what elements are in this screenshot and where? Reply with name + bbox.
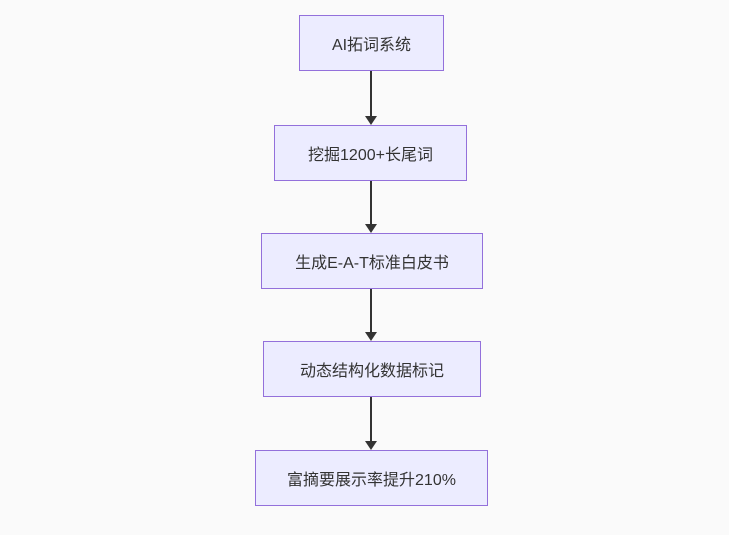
node-label: AI拓词系统 [331,37,412,54]
node-label: 动态结构化数据标记 [299,363,444,380]
arrow-head [365,441,377,450]
node-label: 挖掘1200+长尾词 [308,147,433,164]
flowchart-node: 动态结构化数据标记 [263,341,481,397]
arrow-line [370,397,372,443]
arrow-head [365,332,377,341]
flow-arrow [365,181,377,233]
arrow-head [365,116,377,125]
flowchart-node: 生成E-A-T标准白皮书 [261,233,483,289]
node-label: 富摘要展示率提升210% [287,472,456,489]
arrow-line [370,71,372,118]
arrow-line [370,289,372,334]
flowchart-node: AI拓词系统 [299,15,444,71]
flow-arrow [365,289,377,341]
flow-arrow [365,71,377,125]
flowchart-node: 富摘要展示率提升210% [255,450,488,506]
arrow-line [370,181,372,226]
arrow-head [365,224,377,233]
flow-arrow [365,397,377,450]
node-label: 生成E-A-T标准白皮书 [295,255,449,272]
flowchart-node: 挖掘1200+长尾词 [274,125,467,181]
